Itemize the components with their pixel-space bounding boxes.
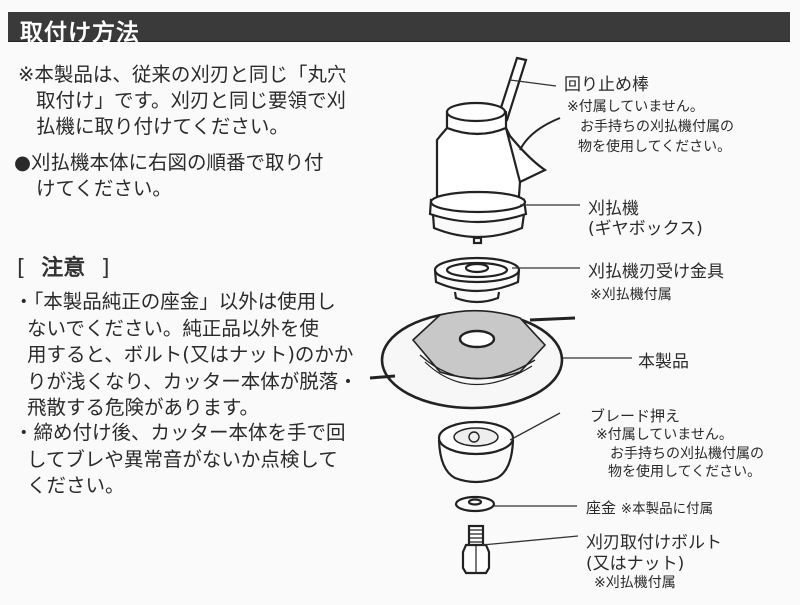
label-bolt: 刈刃取付けボルト [586,533,722,553]
label-washer: 座金 ※本製品に付属 [586,499,714,517]
leader-lines [481,79,632,546]
label-gearbox: 刈払機 [588,199,639,219]
caution-item-2: ・締め付け後、カッター本体を手で回 してブレや異常音がないか点検して ください。 [14,421,346,497]
receiver-fitting-icon [433,256,521,304]
section-title: 取付け方法 [20,20,140,46]
instruction-paragraph: ●刈払機本体に右図の順番で取り付 けてください。 [14,151,324,200]
section-header: 取付け方法 [8,12,790,46]
label-blade-holder: ブレード押え [590,407,681,425]
label-stop-rod: 回り止め棒 [564,75,649,95]
bullet-icon: ● [14,151,32,174]
gearbox-icon [428,101,561,245]
label-product: 本製品 [638,352,689,372]
label-receiver: 刈払機刃受け金具 [588,262,724,282]
caution-item-1: ・「本製品純正の座金」以外は使用し ないでください。純正品以外を使 用すると、ボ… [14,290,358,419]
intro-paragraph: ※本製品は、従来の刈刃と同じ「丸穴 取付け」です。刈刃と同じ要領で刈 払機に取り… [18,63,347,138]
caution-heading: [ 注意 ] [17,256,110,281]
bolt-icon [461,524,491,575]
blade-holder-icon [437,420,515,484]
cutter-disk-icon [369,309,576,410]
washer-icon [454,495,496,513]
